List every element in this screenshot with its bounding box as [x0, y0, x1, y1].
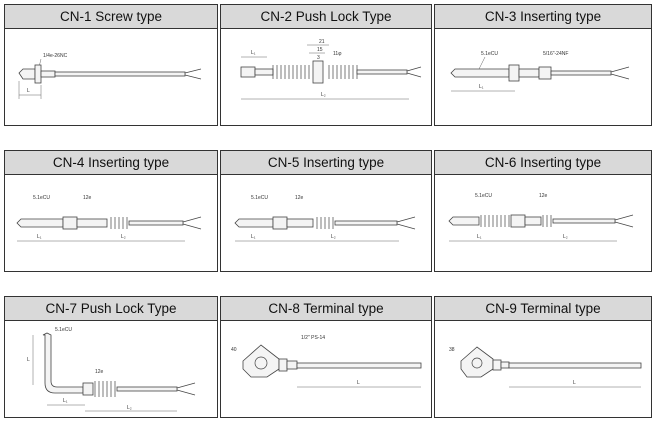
- length-l1: L₁: [477, 234, 482, 240]
- cn6-drawing: 5.1eCU 12e L₁ L₂: [435, 175, 651, 271]
- type-caption: CN-9 Terminal type: [435, 297, 651, 321]
- type-caption: CN-7 Push Lock Type: [5, 297, 217, 321]
- cn5-drawing: 5.1eCU 12e L₁ L₂: [221, 175, 431, 271]
- length-l2: L₂: [563, 234, 568, 240]
- dim-3: 3: [317, 55, 320, 61]
- length-l: L: [573, 380, 576, 386]
- size-label: 12e: [295, 195, 304, 201]
- length-l1: L₁: [251, 234, 256, 240]
- length-l1: L₁: [479, 84, 484, 90]
- thread-label: 5/16"-24NF: [543, 51, 568, 57]
- dim-11: 11φ: [333, 51, 342, 57]
- cn3-drawing: 5.1eCU 5/16"-24NF L₁: [435, 29, 651, 125]
- diameter-label: 5.1eCU: [55, 327, 72, 333]
- length-l: L: [357, 380, 360, 386]
- thread-label: 1/4e-26NC: [43, 53, 68, 59]
- cn7-drawing: 5.1eCU 12e L L₁ L₂: [5, 321, 217, 417]
- length-l2: L₂: [127, 405, 132, 411]
- dim-15: 15: [317, 47, 323, 53]
- type-cell-cn4: CN-4 Inserting type 5.1eCU 12e L₁ L₂: [4, 150, 218, 272]
- type-caption: CN-4 Inserting type: [5, 151, 217, 175]
- size-label: 12e: [539, 193, 548, 199]
- length-label: L: [27, 88, 30, 94]
- diameter-label: 5.1eCU: [475, 193, 492, 199]
- cn8-drawing: 1/2" PS-14 40 L: [221, 321, 431, 417]
- type-caption: CN-2 Push Lock Type: [221, 5, 431, 29]
- cn9-drawing: 38 L: [435, 321, 651, 417]
- type-cell-cn9: CN-9 Terminal type 38 L: [434, 296, 652, 418]
- type-cell-cn1: CN-1 Screw type 1/4e-26NC L: [4, 4, 218, 126]
- size-label: 12e: [83, 195, 92, 201]
- type-caption: CN-6 Inserting type: [435, 151, 651, 175]
- type-cell-cn6: CN-6 Inserting type 5.1eCU 12e L₁ L₂: [434, 150, 652, 272]
- length-l1: L₁: [251, 50, 256, 56]
- head-size-label: 40: [231, 347, 237, 353]
- type-cell-cn3: CN-3 Inserting type 5.1eCU 5/16"-24NF L₁: [434, 4, 652, 126]
- type-cell-cn5: CN-5 Inserting type 5.1eCU 12e L₁ L₂: [220, 150, 432, 272]
- thread-label: 1/2" PS-14: [301, 335, 325, 341]
- cn4-drawing: 5.1eCU 12e L₁ L₂: [5, 175, 217, 271]
- length-l: L: [27, 357, 30, 363]
- length-l1: L₁: [63, 398, 68, 404]
- type-caption: CN-5 Inserting type: [221, 151, 431, 175]
- type-cell-cn8: CN-8 Terminal type 1/2" PS-14 40 L: [220, 296, 432, 418]
- type-caption: CN-1 Screw type: [5, 5, 217, 29]
- type-caption: CN-8 Terminal type: [221, 297, 431, 321]
- diameter-label: 5.1eCU: [251, 195, 268, 201]
- head-size-label: 38: [449, 347, 455, 353]
- length-l2: L₂: [121, 234, 126, 240]
- dim-21: 21: [319, 39, 325, 45]
- type-caption: CN-3 Inserting type: [435, 5, 651, 29]
- length-l2: L₂: [321, 92, 326, 98]
- size-label: 12e: [95, 369, 104, 375]
- cn1-drawing: 1/4e-26NC L: [5, 29, 217, 125]
- type-cell-cn7: CN-7 Push Lock Type 5.1eCU 12e L L₁ L₂: [4, 296, 218, 418]
- length-l1: L₁: [37, 234, 42, 240]
- cn2-drawing: 21 15 3 11φ L₁ L₂: [221, 29, 431, 125]
- type-cell-cn2: CN-2 Push Lock Type 21 15 3 11φ L₁: [220, 4, 432, 126]
- length-l2: L₂: [331, 234, 336, 240]
- diameter-label: 5.1eCU: [33, 195, 50, 201]
- diameter-label: 5.1eCU: [481, 51, 498, 57]
